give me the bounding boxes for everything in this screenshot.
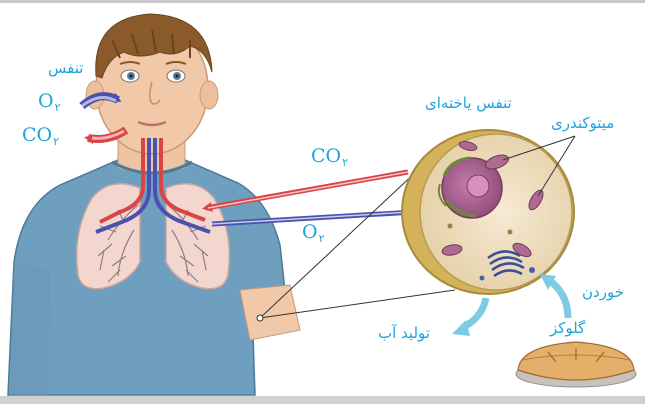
co2-label-mouth: CO۲ [22,126,59,147]
eating-label: خوردن [582,285,624,300]
co2-label-exchange: CO۲ [311,147,348,168]
o2-symbol: O [302,221,318,243]
top-rule [0,0,645,3]
o2-subscript: ۲ [55,101,61,114]
o2-subscript: ۲ [319,232,325,245]
o2-label-mouth: O۲ [38,92,61,113]
mitochondria-label: میتوکندری [551,116,614,131]
o2-symbol: O [38,90,54,112]
glucose-label: گلوکز [550,321,585,336]
co2-subscript: ۲ [53,135,59,148]
o2-label-exchange: O۲ [302,223,325,244]
breathing-label: تنفس [48,61,83,76]
pie [516,342,636,387]
cellular-respiration-label: تنفس یاخته‌ای [425,96,512,111]
cell-cross-section [402,130,574,294]
bottom-rule [0,396,645,404]
zoom-point [257,315,263,321]
co2-symbol: CO [22,124,52,146]
co2-symbol: CO [311,145,341,167]
co2-subscript: ۲ [342,156,348,169]
water-production-label: تولید آب [378,326,430,341]
